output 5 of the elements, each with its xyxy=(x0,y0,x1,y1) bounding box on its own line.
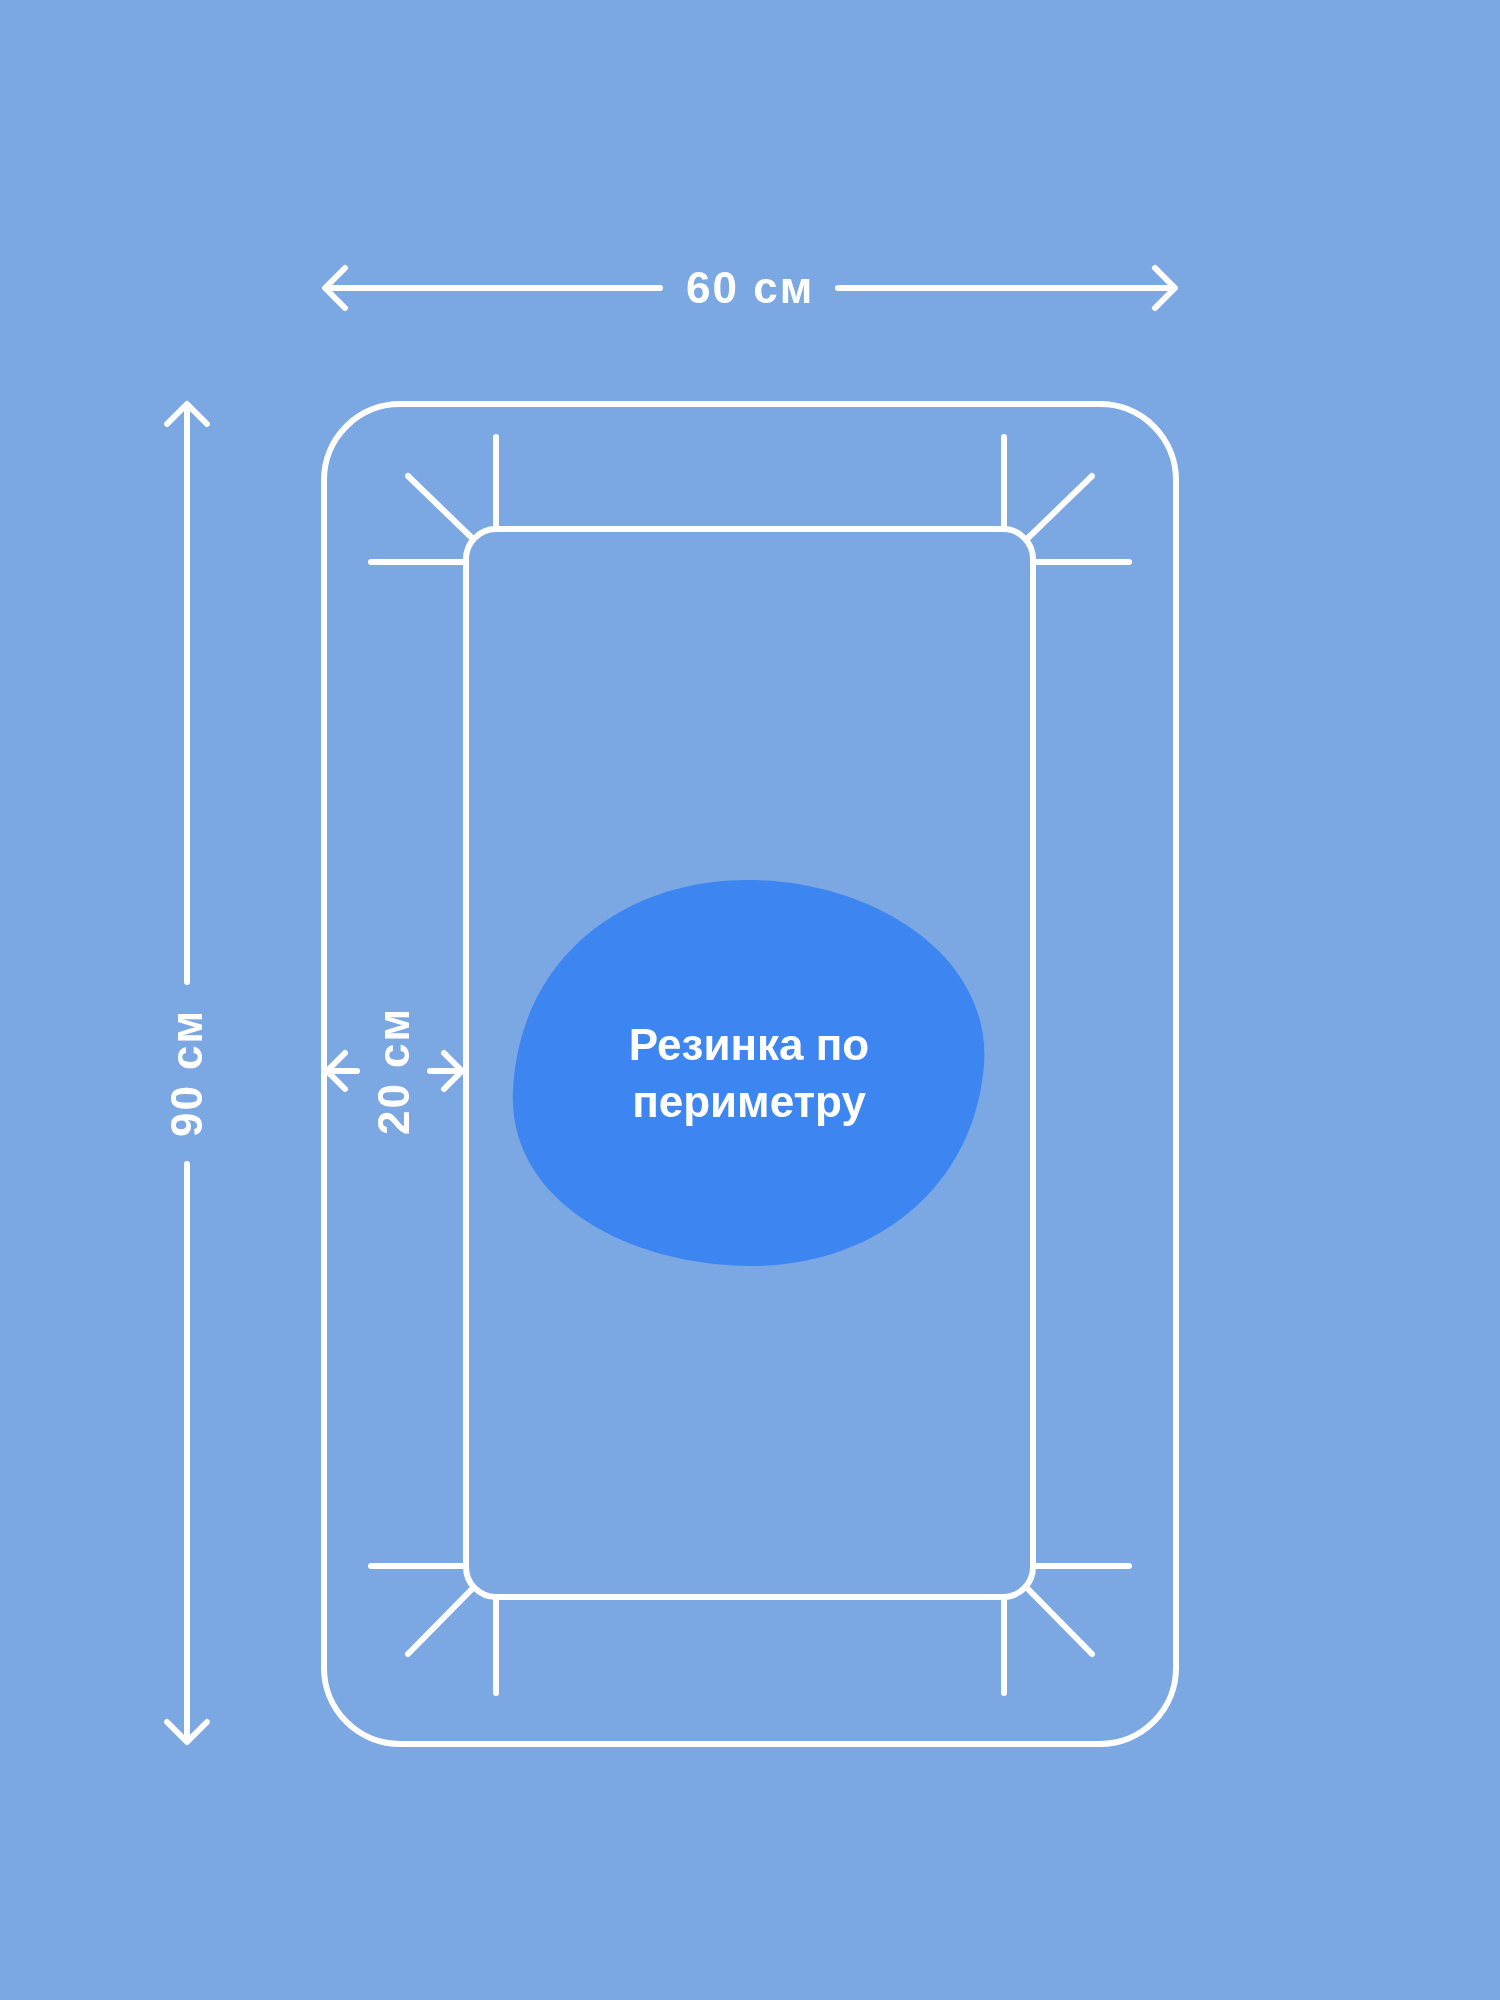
dimension-label: 90 см xyxy=(165,1008,210,1138)
callout-blob xyxy=(512,880,986,1266)
dimension-label: 60 см xyxy=(686,266,815,310)
dimension-label: 20 см xyxy=(372,1006,417,1136)
callout-text: Резинка по периметру xyxy=(627,1018,871,1128)
